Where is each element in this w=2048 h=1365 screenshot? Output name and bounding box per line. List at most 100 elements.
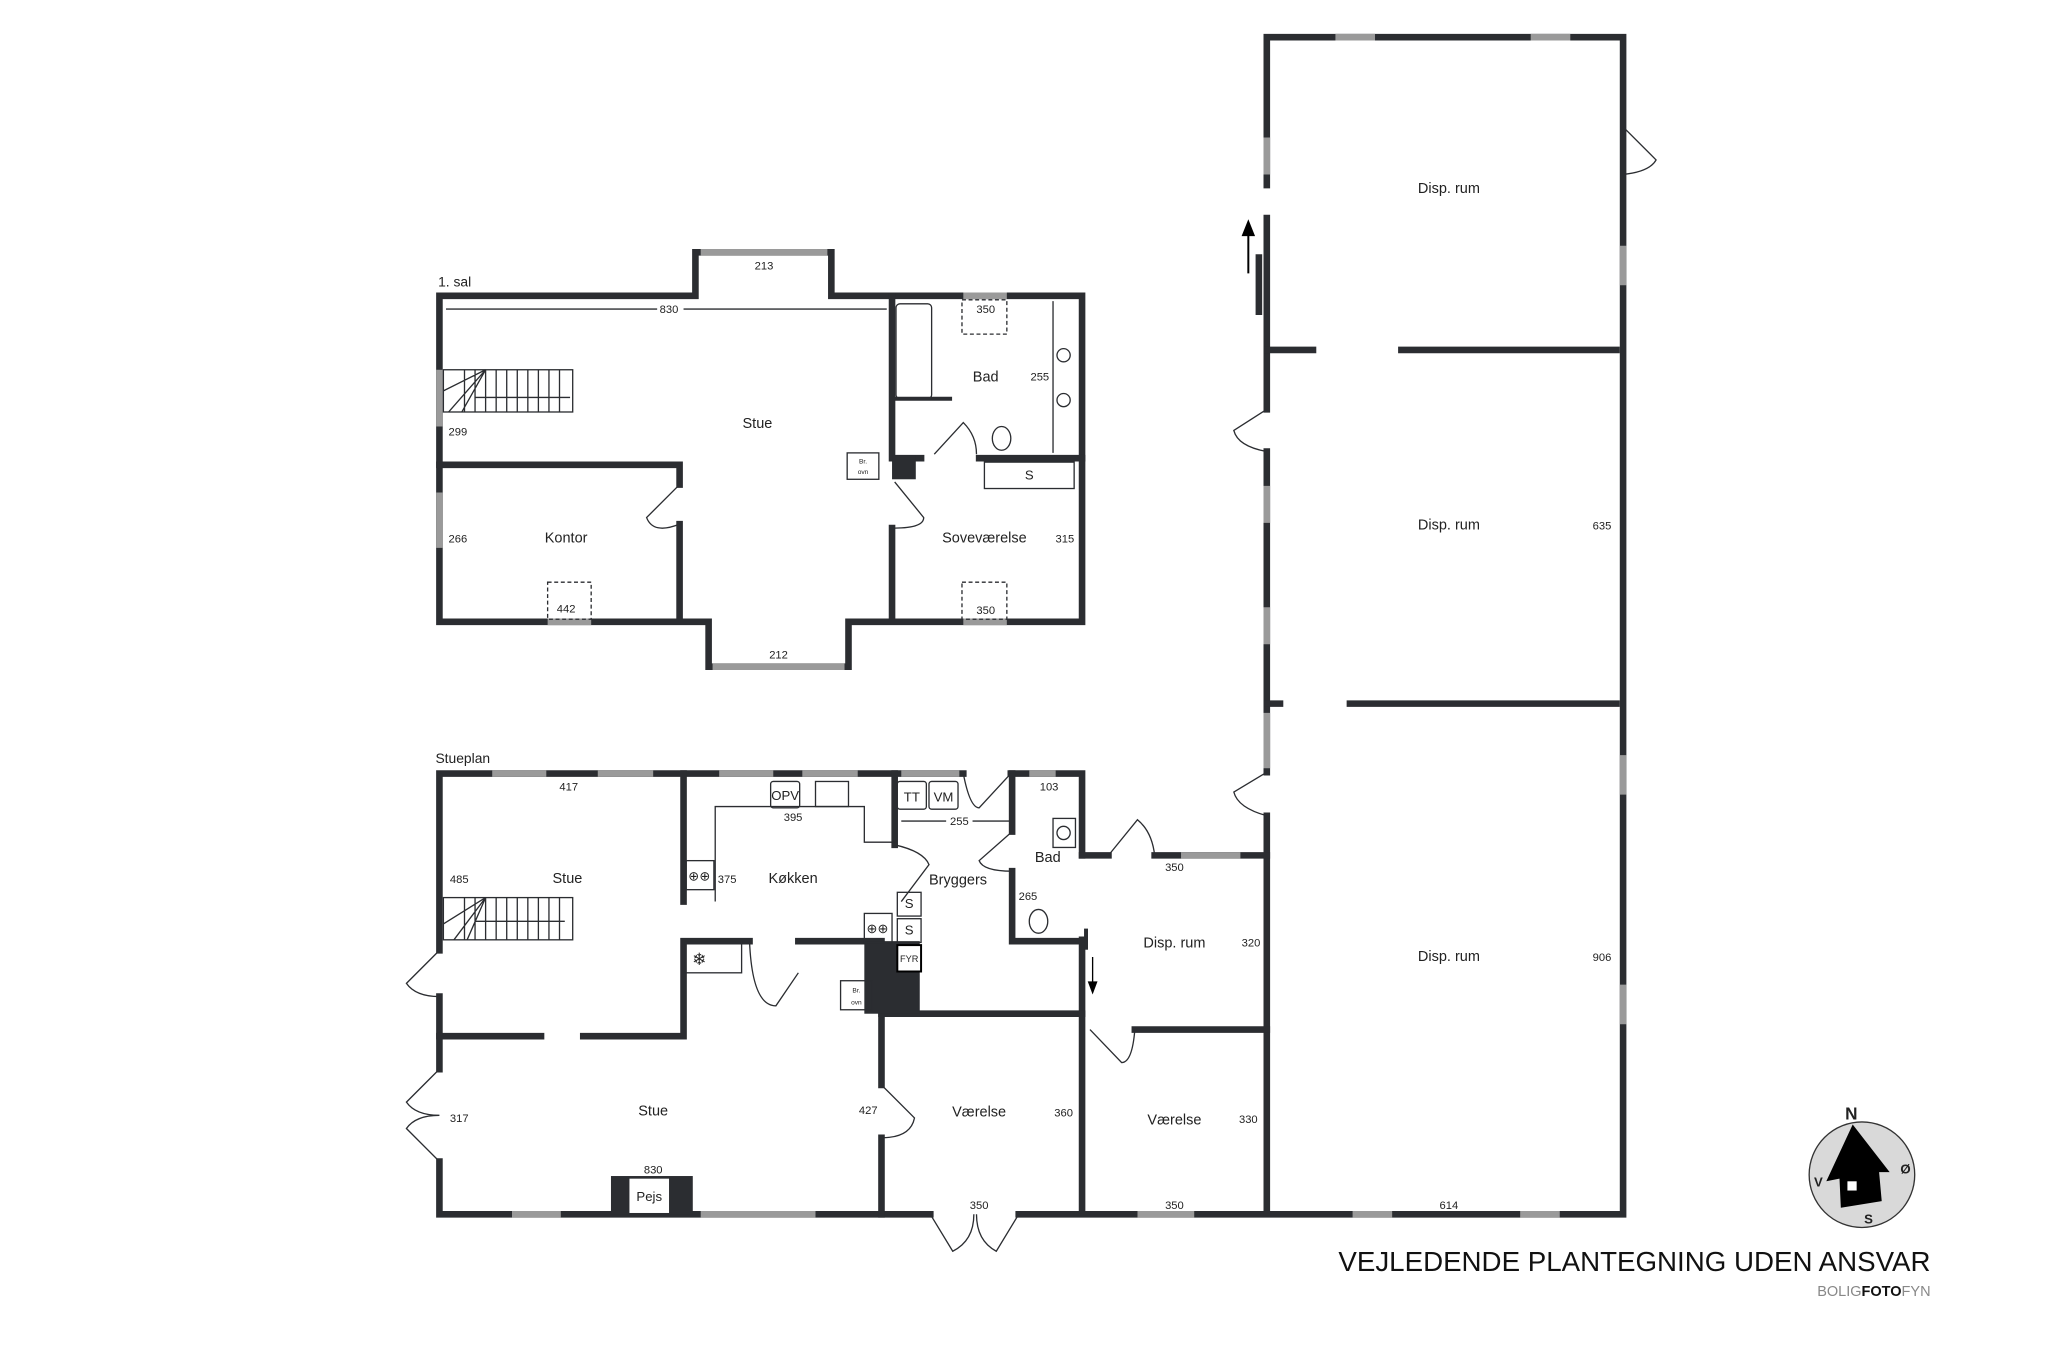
sink-icon	[1052, 817, 1077, 849]
room-label: Bad	[1035, 850, 1061, 866]
room-label: Soveværelse	[942, 531, 1027, 547]
fireplace-label: Pejs	[636, 1189, 662, 1204]
dimension-label: ovn	[851, 999, 862, 1006]
dimension-label: 350	[976, 605, 995, 617]
room-label: Disp. rum	[1143, 936, 1205, 952]
brand-logo: BOLIGFOTOFYN	[1817, 1284, 1930, 1300]
wardrobe	[983, 461, 1075, 490]
kitchen-counter	[714, 805, 895, 902]
stairs-ground	[442, 896, 574, 941]
dimension-label: 255	[950, 816, 969, 828]
toilet-icon	[1028, 908, 1049, 934]
dimension-label: 375	[718, 874, 737, 886]
dimension-label: FYN	[1902, 1284, 1931, 1300]
tt-vm: TT VM	[896, 780, 959, 810]
skylight	[546, 581, 592, 620]
doors[interactable]	[405, 126, 1657, 1253]
room-label: Værelse	[952, 1105, 1006, 1121]
skylight	[961, 581, 1008, 620]
dimension-label: 213	[755, 260, 774, 272]
interior-wall	[436, 770, 1086, 1218]
dimension-label: 266	[449, 534, 468, 546]
dimension-label: Br.	[852, 988, 860, 995]
dimension-label: S	[905, 923, 914, 938]
stove-burners-icon: ⊕⊕	[688, 868, 710, 883]
dimension-label: 265	[1019, 891, 1038, 903]
stove-br-ovn-upper: Br. ovn	[846, 452, 880, 480]
skylight	[961, 299, 1008, 335]
dimension-label: 315	[1056, 534, 1075, 546]
floor-label-upper: 1. sal	[438, 274, 471, 290]
dimension-label: 350	[1165, 862, 1184, 874]
stove-icon	[863, 912, 893, 944]
kitchen-counter	[682, 940, 743, 974]
ground-floor: Stueplan Pejs	[405, 33, 1657, 1253]
compass-icon: N S V Ø	[1808, 1103, 1916, 1229]
room-label: Køkken	[768, 871, 817, 887]
room-label: Stue	[553, 871, 583, 887]
dimension-label: 350	[970, 1200, 989, 1212]
dimension-label: 255	[1030, 371, 1049, 383]
bathtub	[895, 303, 933, 400]
cabinet-s: S	[896, 891, 922, 917]
dimension-label: 103	[1040, 782, 1059, 794]
dimension-label: N	[1845, 1103, 1857, 1123]
boiler-fyr: FYR	[896, 944, 923, 973]
door-sovevaerelse[interactable]	[894, 481, 925, 529]
dimension-label: S	[1864, 1212, 1873, 1227]
dimension-label: 317	[450, 1113, 469, 1125]
interior-wall	[436, 461, 683, 620]
room-label: Disp. rum	[1418, 949, 1480, 965]
upper-floor: 1. sal S Br.	[436, 249, 1086, 670]
arrow-up-icon	[1241, 219, 1256, 274]
dimension-label: 830	[644, 1164, 663, 1176]
room-label: Værelse	[1147, 1113, 1201, 1129]
dimension-label: 417	[559, 782, 578, 794]
dimension-label: 830	[660, 304, 679, 316]
room-label: Kontor	[545, 531, 588, 547]
dimension-label: 395	[784, 812, 803, 824]
dimension-label: 906	[1593, 952, 1612, 964]
dimension-label: FOTO	[1862, 1284, 1902, 1300]
room-label: Stue	[743, 416, 773, 432]
dimension-label: V	[1814, 1175, 1823, 1190]
dimension-label: TT	[904, 789, 920, 804]
dimension-label: BOLIG	[1817, 1284, 1861, 1300]
chimney	[892, 455, 916, 480]
dimension-label: 212	[769, 650, 788, 662]
dimension-label: 635	[1593, 520, 1612, 532]
wardrobe-label: S	[1025, 467, 1034, 482]
windows	[492, 33, 1627, 1218]
stove-br-ovn-ground: Br. ovn	[839, 980, 873, 1011]
dimension-label: 614	[1440, 1200, 1459, 1212]
dimension-label: S	[905, 896, 914, 911]
disclaimer-title: VEJLEDENDE PLANTEGNING UDEN ANSVAR	[1338, 1246, 1930, 1277]
dimension-label: 350	[1165, 1200, 1184, 1212]
dimension-label: 360	[1054, 1108, 1073, 1120]
door-bad[interactable]	[933, 421, 978, 455]
sink-icon	[1056, 347, 1071, 363]
room-label: Stue	[638, 1103, 668, 1119]
dimension-label: VM	[934, 789, 954, 804]
dimension-label: 350	[976, 304, 995, 316]
door-kontor[interactable]	[645, 484, 681, 529]
room-label: Disp. rum	[1418, 517, 1480, 533]
dimension-label: 485	[450, 874, 469, 886]
fridge-opv: OPV	[769, 780, 801, 809]
dimension-label: Br.	[859, 458, 867, 465]
arrow-down-icon	[1087, 956, 1098, 995]
dimension-label: 320	[1242, 937, 1261, 949]
dimension-label: OPV	[771, 788, 799, 803]
dimension-label: FYR	[900, 954, 919, 964]
dimension-label: ovn	[858, 469, 869, 476]
floor-label-ground: Stueplan	[435, 750, 490, 766]
interior-wall	[878, 346, 1620, 1033]
room-label: Bad	[973, 370, 999, 386]
interior-wall	[888, 292, 1086, 620]
dimension-label: 442	[557, 604, 576, 616]
dimension-label: 427	[859, 1105, 878, 1117]
sink-icon	[814, 780, 850, 808]
dimension-label: Ø	[1900, 1161, 1910, 1176]
room-label: Disp. rum	[1418, 181, 1480, 197]
